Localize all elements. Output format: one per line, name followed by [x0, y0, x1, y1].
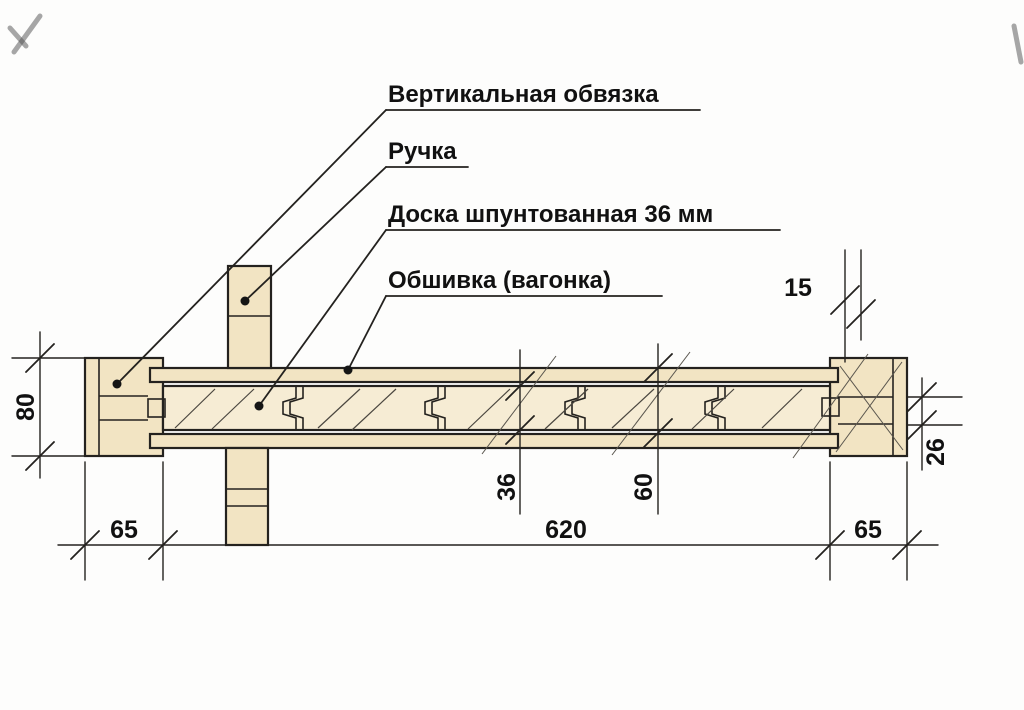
- dim-60: 60: [630, 343, 673, 515]
- callout-sheathing-label: Обшивка (вагонка): [388, 267, 611, 294]
- dim-80-ticks: [25, 343, 55, 471]
- grain-mark: [544, 388, 589, 430]
- left-stile-groove-lines: [99, 395, 148, 421]
- dim-26: 26: [906, 377, 963, 471]
- handle-lower-dividers: [226, 488, 268, 507]
- callout-board-label: Доска шпунтованная 36 мм: [388, 201, 713, 228]
- handle: [224, 264, 273, 547]
- callout-handle-leader: [244, 166, 387, 302]
- grain-mark-long: [481, 355, 557, 455]
- grain-mark: [351, 388, 397, 431]
- dim-26-label: 26: [922, 438, 950, 466]
- grain-mark-stile: [839, 365, 904, 451]
- grain-mark: [691, 388, 735, 430]
- callout-handle-dot: [240, 296, 250, 306]
- joint-4-tongue: [711, 386, 726, 430]
- grain-mark: [467, 388, 511, 430]
- dimensions: 80 15 26 36 60: [11, 249, 963, 581]
- scan-mark-top-right: [1011, 23, 1024, 65]
- dim-80-label: 80: [12, 393, 40, 421]
- handle-lower-part: [224, 446, 270, 547]
- dim-26-ticks: [907, 382, 937, 440]
- grain-mark-long: [611, 351, 691, 456]
- grain-mark: [174, 388, 216, 429]
- scan-mark-top-left-2: [7, 25, 29, 49]
- dim-15: 15: [784, 249, 876, 363]
- dim-15-extension-lines: [844, 249, 862, 363]
- joint-1-tongue: [289, 386, 304, 430]
- dim-80-extension-lines: [11, 357, 86, 457]
- scan-mark-top-left: [11, 13, 43, 55]
- grain-mark-stile: [835, 361, 903, 453]
- grain-mark: [611, 388, 655, 429]
- callout-board-leader: [258, 229, 387, 407]
- callout-handle-label: Ручка: [388, 138, 457, 165]
- dim-bottom-ticks: [70, 530, 922, 560]
- board-joints: [282, 386, 726, 430]
- callouts: Вертикальная обвязка Ручка Доска шпунтов…: [112, 81, 781, 411]
- dim-620-label: 620: [545, 516, 587, 544]
- grain-mark: [761, 388, 803, 429]
- scan-artifacts: [7, 13, 1024, 65]
- joint-4-groove: [704, 386, 719, 430]
- grain-mark: [317, 388, 361, 429]
- dim-36: 36: [493, 349, 535, 515]
- dim-bottom-chain: 65 620 65: [57, 461, 939, 581]
- callout-vertical-frame-dot: [112, 379, 122, 389]
- joint-3-groove: [564, 386, 579, 430]
- grain-mark-long: [792, 353, 869, 459]
- joint-1-groove: [282, 386, 297, 430]
- callout-sheathing-leader: [347, 295, 387, 371]
- joint-3-tongue: [571, 386, 586, 430]
- handle-upper-part: [226, 264, 273, 370]
- left-tongue-joint: [147, 398, 166, 418]
- grain-hatching: [174, 351, 904, 459]
- dim-65-left-label: 65: [110, 516, 138, 544]
- grain-mark: [211, 388, 255, 430]
- dim-65-right-label: 65: [854, 516, 882, 544]
- joint-2-groove: [424, 386, 439, 430]
- dim-60-label: 60: [630, 473, 658, 501]
- callout-vertical-frame-label: Вертикальная обвязка: [388, 81, 659, 108]
- joint-2-tongue: [431, 386, 446, 430]
- callout-sheathing-dot: [343, 365, 353, 375]
- dim-80: 80: [11, 331, 86, 479]
- top-sheathing-strip: [148, 366, 840, 384]
- door-assembly: [83, 351, 909, 459]
- callout-vertical-frame-leader: [116, 109, 387, 385]
- dim-bottom-extension-lines: [84, 461, 908, 581]
- dim-36-label: 36: [493, 473, 521, 501]
- dim-60-ticks: [643, 353, 673, 448]
- callout-board-dot: [254, 401, 264, 411]
- dim-15-ticks: [830, 285, 876, 329]
- bottom-sheathing-strip: [148, 432, 840, 450]
- board-core: [161, 384, 832, 432]
- dim-36-ticks: [505, 371, 535, 445]
- right-tongue-joint: [821, 397, 840, 417]
- dim-15-label: 15: [784, 274, 812, 302]
